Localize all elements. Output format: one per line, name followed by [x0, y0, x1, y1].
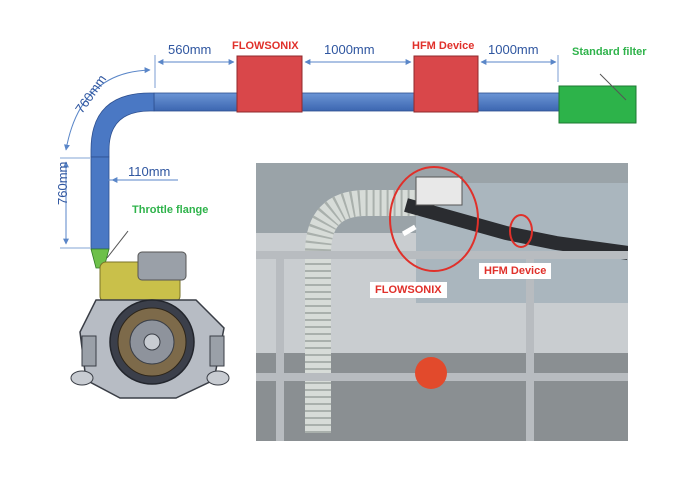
flowsonix-block: [236, 55, 303, 113]
test-bench-photo: FLOWSONIX HFM Device: [256, 163, 629, 441]
flowsonix-label: FLOWSONIX: [232, 40, 299, 52]
engine-illustration: [70, 251, 230, 399]
pipe-section-1: [153, 92, 238, 112]
photo-flowsonix-callout: FLOWSONIX: [370, 282, 447, 298]
standard-filter-block: [558, 85, 637, 124]
photo-hfm-callout: HFM Device: [479, 263, 552, 279]
hfm-label: HFM Device: [412, 40, 474, 52]
dim-label-vertical: 760mm: [55, 162, 70, 205]
dim-label-560: 560mm: [168, 42, 211, 57]
dim-arc-760: [64, 67, 151, 151]
pipe-vertical: [90, 156, 110, 250]
pipe-elbow: [90, 92, 155, 158]
filter-pointer-line: [599, 73, 627, 101]
filter-label: Standard filter: [572, 46, 647, 58]
throttle-pointer-line: [106, 230, 129, 259]
dim-label-1000-a: 1000mm: [324, 42, 375, 57]
dim-label-1000-b: 1000mm: [488, 42, 539, 57]
photo-scene: [256, 163, 629, 441]
hfm-block: [413, 55, 479, 113]
throttle-label: Throttle flange: [132, 204, 208, 216]
dim-label-diameter: 110mm: [128, 164, 170, 179]
pipe-section-2: [301, 92, 415, 112]
pipe-section-3: [477, 92, 560, 112]
